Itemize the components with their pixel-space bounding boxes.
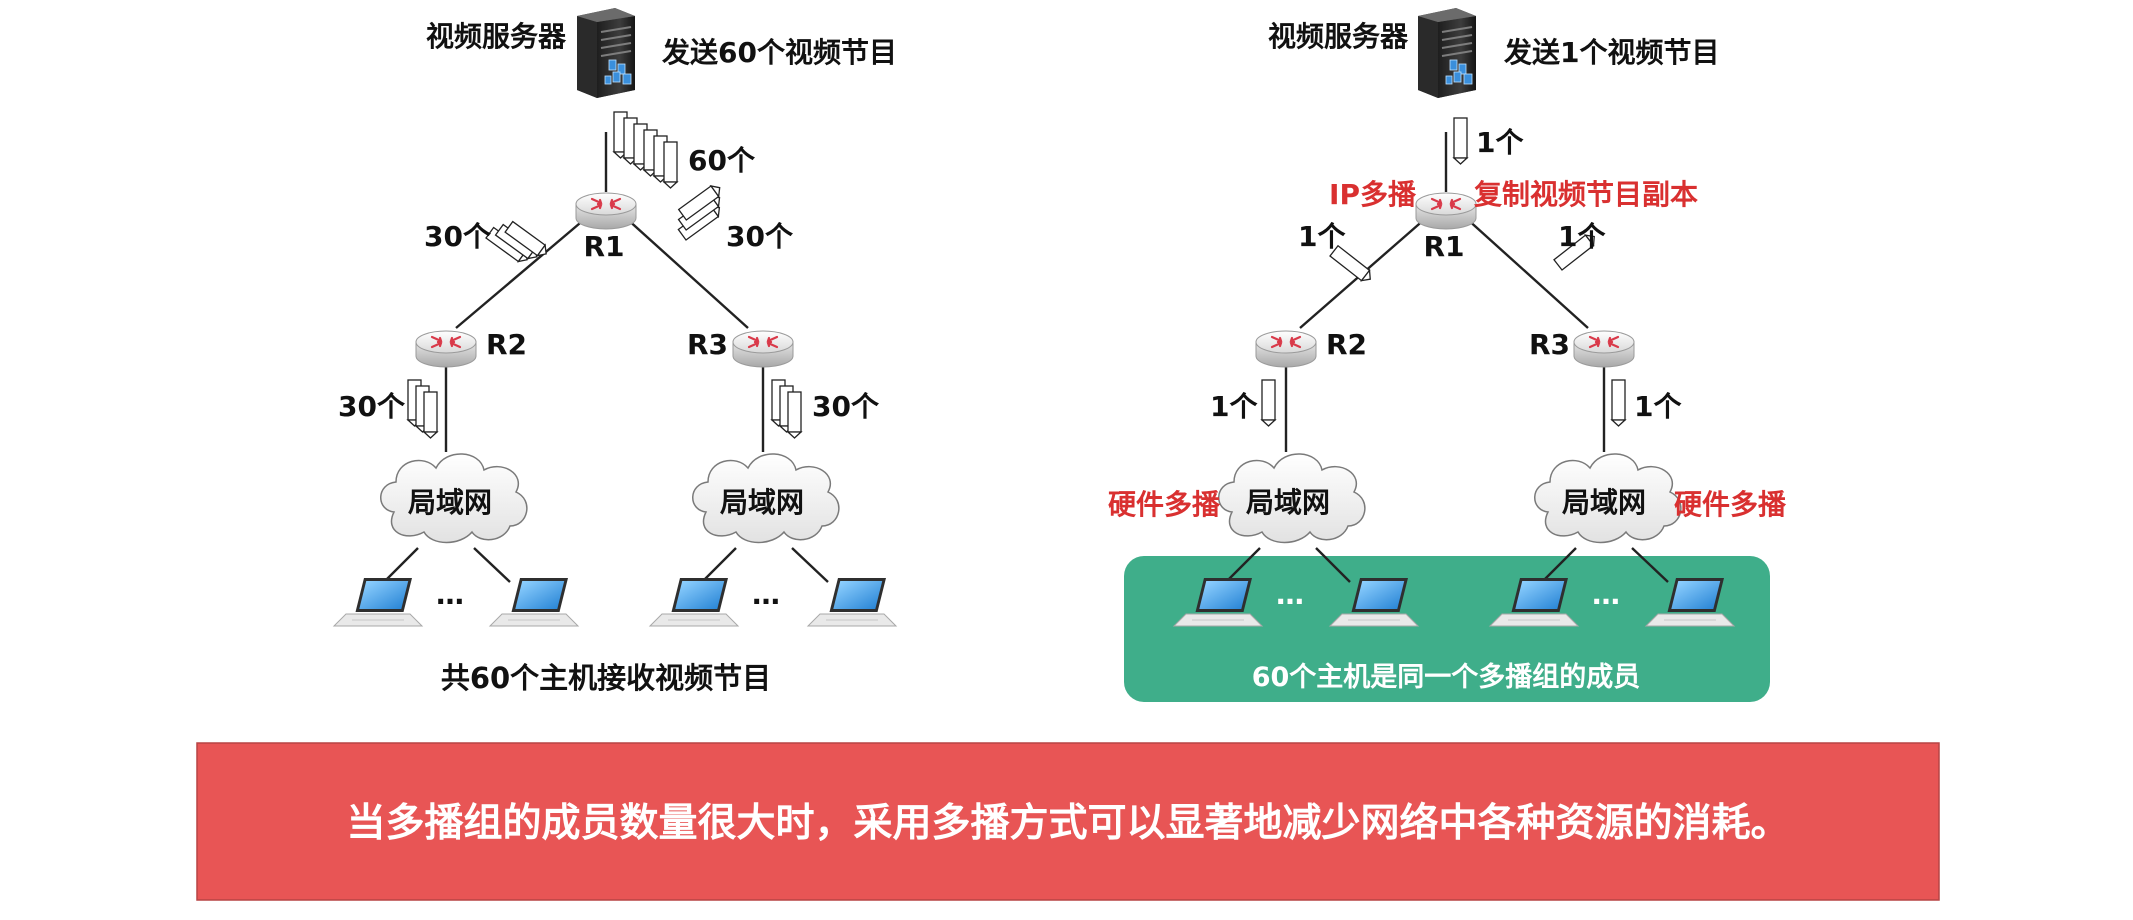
right-r2lan-packet [1261, 379, 1276, 427]
left-r1r2-packets [485, 220, 551, 266]
right-lan2-label: 局域网 [1562, 486, 1646, 519]
left-send-label: 发送60个视频节目 [661, 36, 897, 69]
right-ellipsis-2: … [1592, 578, 1620, 611]
right-links [1225, 132, 1669, 583]
right-r3lan-count: 1个 [1634, 390, 1682, 423]
left-server-label: 视频服务器 [426, 20, 567, 53]
left-r1r2-count: 30个 [424, 220, 492, 253]
banner-text: 当多播组的成员数量很大时，采用多播方式可以显著地减少网络中各种资源的消耗。 [346, 801, 1789, 846]
right-diagram: 视频服务器 发送1个视频节目 1个 R1 IP多播 复制视频节目副本 R2 R3… [1108, 7, 1787, 702]
conclusion-banner: 当多播组的成员数量很大时，采用多播方式可以显著地减少网络中各种资源的消耗。 [196, 742, 1940, 901]
right-r2-router-icon [1254, 329, 1318, 369]
left-ellipsis-1: … [436, 578, 464, 611]
left-links [383, 132, 829, 583]
right-lan1-label: 局域网 [1246, 486, 1330, 519]
left-top-count: 60个 [688, 144, 756, 177]
left-r3lan-packets [771, 379, 802, 439]
left-laptop-icon [807, 577, 897, 627]
left-r2-label: R2 [486, 328, 527, 361]
left-laptop-icon [649, 577, 739, 627]
left-r2lan-count: 30个 [338, 390, 406, 423]
left-r3-router-icon [731, 329, 795, 369]
left-lan1-label: 局域网 [408, 486, 492, 519]
left-laptop-icon [489, 577, 579, 627]
hw-multicast-right-label: 硬件多播 [1674, 488, 1787, 521]
left-lan2-label: 局域网 [720, 486, 804, 519]
right-server-icon [1417, 7, 1477, 99]
right-r1r3-count: 1个 [1558, 220, 1606, 253]
left-summary: 共60个主机接收视频节目 [441, 661, 771, 695]
right-r2-label: R2 [1326, 328, 1367, 361]
right-r1-label: R1 [1423, 230, 1464, 263]
ip-multicast-label: IP多播 [1329, 178, 1417, 211]
left-r1r3-packets [677, 181, 725, 241]
multicast-group-label: 60个主机是同一个多播组的成员 [1252, 661, 1641, 693]
right-r2lan-count: 1个 [1210, 390, 1258, 423]
right-r3lan-packet [1611, 379, 1626, 427]
left-laptop-icon [333, 577, 423, 627]
multicast-group-box [1124, 556, 1770, 702]
left-top-packets [613, 111, 678, 189]
right-r1r2-count: 1个 [1298, 220, 1346, 253]
left-r3lan-count: 30个 [812, 390, 880, 423]
copy-label: 复制视频节目副本 [1474, 178, 1698, 211]
right-send-label: 发送1个视频节目 [1503, 36, 1719, 69]
right-r3-router-icon [1572, 329, 1636, 369]
right-top-count: 1个 [1476, 126, 1524, 159]
left-server-icon [576, 7, 636, 99]
right-r3-label: R3 [1529, 328, 1570, 361]
left-r3-label: R3 [687, 328, 728, 361]
left-r1r3-count: 30个 [726, 220, 794, 253]
right-ellipsis-1: … [1276, 578, 1304, 611]
left-r2-router-icon [414, 329, 478, 369]
right-top-packet [1453, 117, 1468, 165]
left-diagram: 视频服务器 发送60个视频节目 60个 R1 R2 R3 30个 30个 [333, 7, 897, 695]
hw-multicast-left-label: 硬件多播 [1108, 488, 1221, 521]
left-r1-router-icon [574, 191, 638, 231]
right-server-label: 视频服务器 [1268, 20, 1409, 53]
left-r2lan-packets [407, 379, 438, 439]
left-r1-label: R1 [583, 230, 624, 263]
left-ellipsis-2: … [752, 578, 780, 611]
right-r1-router-icon [1414, 191, 1478, 231]
